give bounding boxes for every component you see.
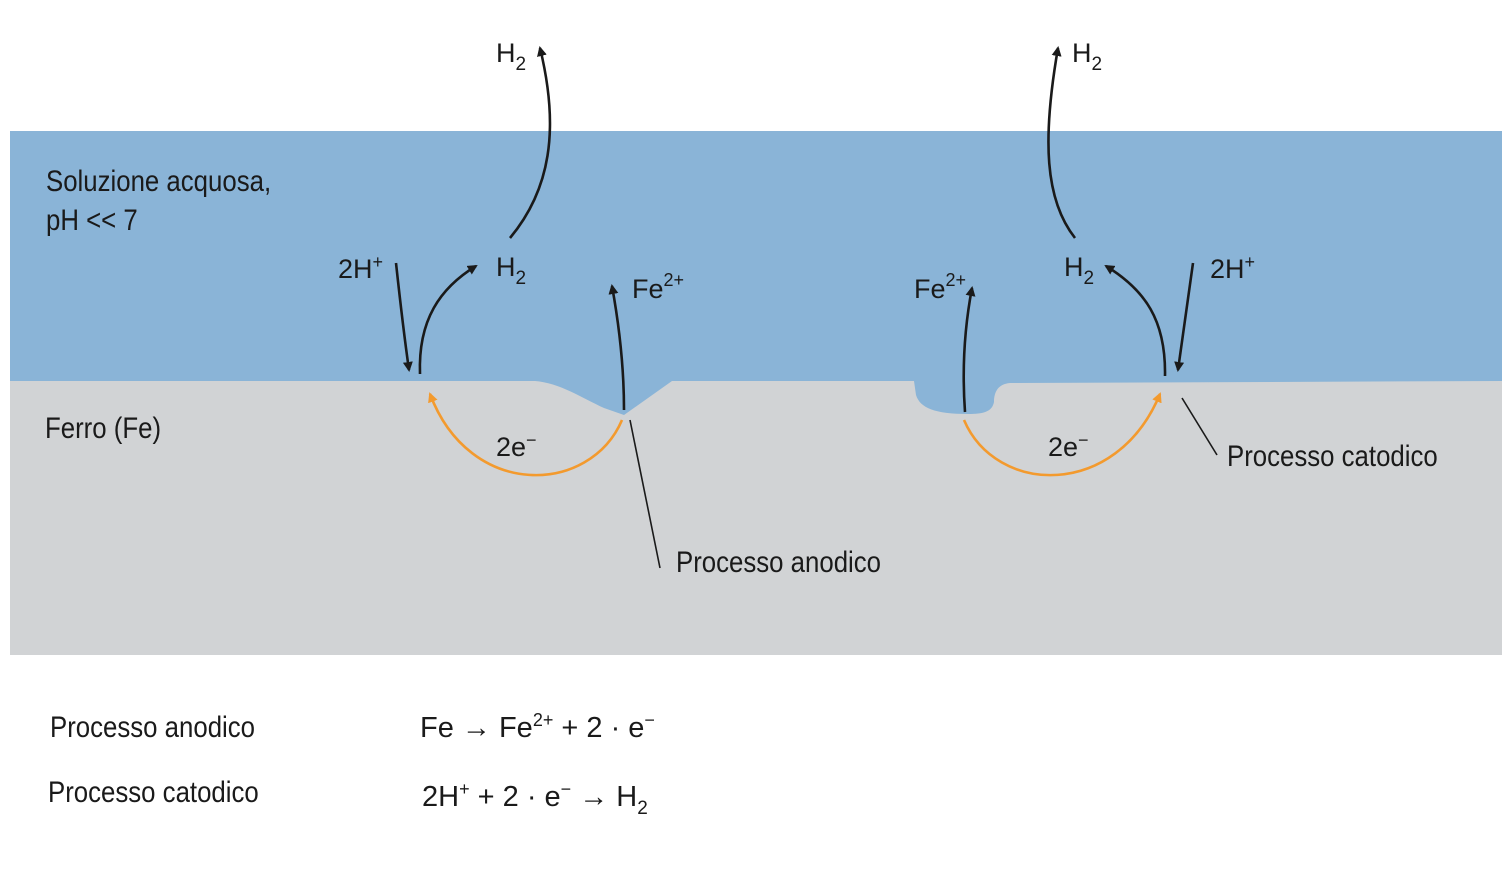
h2-mid-left-label: H2 bbox=[496, 252, 526, 289]
h-plus-arrow-left bbox=[394, 262, 413, 372]
anodic-equation: Fe → Fe2+ + 2 · e− bbox=[420, 710, 655, 744]
electrons-right-label: 2e− bbox=[1048, 430, 1089, 462]
cathodic-process-label: Processo catodico bbox=[1227, 439, 1438, 472]
solution-label-line1: Soluzione acquosa, bbox=[46, 164, 271, 197]
iron-label: Ferro (Fe) bbox=[45, 411, 161, 444]
h-plus-right-label: 2H+ bbox=[1210, 252, 1255, 284]
solution-label-line2: pH << 7 bbox=[46, 203, 138, 236]
cathodic-equation: 2H+ + 2 · e− → H2 bbox=[422, 779, 648, 819]
h2-top-right-label: H2 bbox=[1072, 38, 1102, 75]
solution-region bbox=[10, 131, 1502, 415]
anodic-process-label: Processo anodico bbox=[676, 545, 881, 578]
h-plus-arrow-right bbox=[1174, 262, 1195, 372]
electron-arrow-right bbox=[962, 392, 1162, 477]
electron-arrow-left bbox=[428, 392, 624, 477]
anodic-equation-name: Processo anodico bbox=[50, 710, 255, 743]
fe-ion-arrow-right bbox=[962, 286, 976, 413]
fe-ion-left-label: Fe2+ bbox=[632, 270, 684, 304]
electrons-left-label: 2e− bbox=[496, 430, 537, 462]
cathodic-leader-line bbox=[1181, 397, 1218, 456]
fe-ion-right-label: Fe2+ bbox=[914, 270, 966, 304]
anodic-leader-line bbox=[629, 419, 661, 569]
cathodic-equation-name: Processo catodico bbox=[48, 775, 259, 808]
fe-ion-arrow-left bbox=[608, 284, 626, 411]
h2-release-arrow-left bbox=[509, 46, 552, 239]
iron-region bbox=[10, 380, 1502, 655]
h2-formation-arrow-right bbox=[1104, 264, 1167, 377]
h-plus-left-label: 2H+ bbox=[338, 252, 383, 284]
h2-release-arrow-right bbox=[1047, 46, 1077, 239]
h2-mid-right-label: H2 bbox=[1064, 252, 1094, 289]
h2-formation-arrow-left bbox=[418, 264, 478, 375]
h2-top-left-label: H2 bbox=[496, 38, 526, 75]
